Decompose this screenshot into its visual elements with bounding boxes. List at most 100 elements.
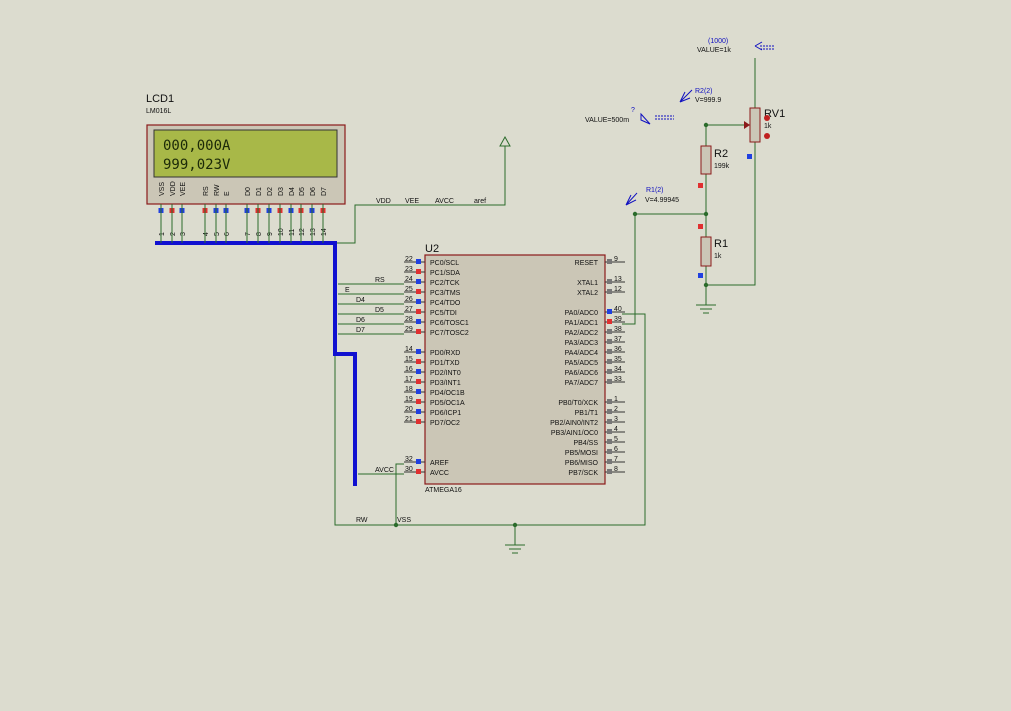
mcu-pin-number: 32 bbox=[405, 456, 413, 463]
mcu-pin-number: 20 bbox=[405, 406, 413, 413]
lcd-part: LM016L bbox=[146, 108, 171, 115]
mcu-pin-number: 19 bbox=[405, 396, 413, 403]
lcd-pin-number: 10 bbox=[278, 228, 285, 236]
mcu-left-pin-group: 22PC0/SCL23PC1/SDA24PC2/TCK25PC3/TMS26PC… bbox=[404, 256, 469, 477]
net-label-group: VDD VEE AVCC aref RS E D4 D5 D6 D7 AVCC … bbox=[345, 198, 486, 524]
mcu-pin-number: 4 bbox=[614, 426, 618, 433]
pin-marker bbox=[607, 279, 612, 284]
mcu-pin-number: 18 bbox=[405, 386, 413, 393]
net-d7: D7 bbox=[356, 327, 365, 334]
pin-marker bbox=[607, 349, 612, 354]
pin-marker bbox=[607, 329, 612, 334]
mcu-pin-number: 30 bbox=[405, 466, 413, 473]
mcu-pin-number: 24 bbox=[405, 276, 413, 283]
pin-marker bbox=[416, 419, 421, 424]
mcu-pin-name: PB2/AIN0/INT2 bbox=[550, 420, 598, 427]
mcu-pin-number: 33 bbox=[614, 376, 622, 383]
mcu-pin-name: PA0/ADC0 bbox=[565, 310, 598, 317]
mcu-pin-name: PD2/INT0 bbox=[430, 370, 461, 377]
mcu-atmega16[interactable]: U2 ATMEGA16 22PC0/SCL23PC1/SDA24PC2/TCK2… bbox=[404, 243, 625, 494]
mcu-pin-number: 25 bbox=[405, 286, 413, 293]
lcd-line-1: 000,000A bbox=[163, 138, 231, 154]
pin-marker bbox=[607, 459, 612, 464]
mcu-pin-number: 40 bbox=[614, 306, 622, 313]
potentiometer-rv1[interactable]: RV1 1k bbox=[744, 107, 785, 159]
r2-value: 199k bbox=[714, 163, 730, 170]
lcd-module[interactable]: LCD1 LM016L 000,000A 999,023V VSS1VDD2VE… bbox=[146, 93, 346, 236]
pin-marker bbox=[607, 439, 612, 444]
mcu-pin-name: PC5/TDI bbox=[430, 310, 457, 317]
mcu-pin-number: 35 bbox=[614, 356, 622, 363]
net-rw: RW bbox=[356, 517, 368, 524]
pin-marker bbox=[698, 224, 703, 229]
lcd-pin-number: 13 bbox=[310, 228, 317, 236]
wire-supply[interactable] bbox=[335, 146, 506, 244]
wire-rv1-bottom[interactable] bbox=[706, 142, 756, 286]
mcu-pin-name: PA7/ADC7 bbox=[565, 380, 598, 387]
pin-marker bbox=[416, 379, 421, 384]
pin-marker bbox=[607, 309, 612, 314]
pin-marker bbox=[416, 469, 421, 474]
lcd-pin-label: D5 bbox=[299, 187, 306, 196]
net-vdd: VDD bbox=[376, 198, 391, 205]
mcu-pin-name: PB4/SS bbox=[573, 440, 598, 447]
probe-wiper[interactable]: ? VALUE=500m bbox=[585, 107, 674, 125]
pin-marker bbox=[607, 259, 612, 264]
ground-icon bbox=[696, 304, 716, 314]
probe-wiper-value: VALUE=500m bbox=[585, 117, 629, 124]
mcu-pin-name: PA6/ADC6 bbox=[565, 370, 598, 377]
mcu-pin-number: 21 bbox=[405, 416, 413, 423]
lcd-pin-label: D1 bbox=[256, 187, 263, 196]
pin-marker bbox=[607, 379, 612, 384]
pin-marker bbox=[607, 409, 612, 414]
mcu-pin-number: 12 bbox=[614, 286, 622, 293]
mcu-pin-name: PA2/ADC2 bbox=[565, 330, 598, 337]
probe-top[interactable]: (1000) VALUE=1k bbox=[697, 38, 774, 54]
pin-marker bbox=[607, 319, 612, 324]
pin-marker bbox=[416, 269, 421, 274]
wire-gnd-rw[interactable] bbox=[334, 313, 646, 526]
wire-aref[interactable] bbox=[395, 463, 404, 525]
probe-top-value: VALUE=1k bbox=[697, 47, 731, 54]
mcu-pin-name: RESET bbox=[575, 260, 599, 267]
pin-marker bbox=[607, 469, 612, 474]
mcu-pin-name: PC3/TMS bbox=[430, 290, 461, 297]
probe-arrow-icon bbox=[679, 89, 693, 103]
mcu-pin-name: PB1/T1 bbox=[575, 410, 598, 417]
mcu-pin-number: 38 bbox=[614, 326, 622, 333]
mcu-pin-number: 7 bbox=[614, 456, 618, 463]
mcu-pin-number: 1 bbox=[614, 396, 618, 403]
pin-marker bbox=[607, 289, 612, 294]
mcu-pin-name: PA4/ADC4 bbox=[565, 350, 598, 357]
pin-marker bbox=[698, 183, 703, 188]
net-rs: RS bbox=[375, 277, 385, 284]
probe-r1[interactable]: R1(2) V=4.99945 bbox=[625, 187, 679, 206]
r1-ref: R1 bbox=[714, 238, 728, 250]
mcu-pin-number: 3 bbox=[614, 416, 618, 423]
resistor-r1[interactable]: R1 1k bbox=[698, 224, 728, 278]
wire-group bbox=[334, 58, 756, 545]
lcd-pin-label: RW bbox=[214, 184, 221, 196]
rv1-control-down-icon[interactable] bbox=[764, 133, 770, 139]
data-bus[interactable] bbox=[155, 241, 357, 486]
mcu-pin-name: PD7/OC2 bbox=[430, 420, 460, 427]
junction-dot bbox=[393, 522, 399, 528]
resistor-r2[interactable]: R2 199k bbox=[698, 145, 730, 188]
pin-marker bbox=[416, 349, 421, 354]
mcu-pin-number: 13 bbox=[614, 276, 622, 283]
r2-ref: R2 bbox=[714, 148, 728, 160]
pin-marker bbox=[607, 399, 612, 404]
probe-r2[interactable]: R2(2) V=999.9 bbox=[679, 88, 721, 104]
lcd-pin-number: 1 bbox=[159, 232, 166, 236]
lcd-bus-stub-group bbox=[160, 204, 324, 243]
mcu-pin-number: 37 bbox=[614, 336, 622, 343]
lcd-pin-number: 7 bbox=[245, 232, 252, 236]
mcu-pin-name: PB3/AIN1/OC0 bbox=[551, 430, 598, 437]
pin-marker bbox=[416, 329, 421, 334]
wire-adc1[interactable] bbox=[622, 213, 706, 325]
mcu-pin-name: PC6/TOSC1 bbox=[430, 320, 469, 327]
net-aref: aref bbox=[474, 198, 486, 205]
lcd-line-2: 999,023V bbox=[163, 157, 231, 173]
pin-marker bbox=[416, 399, 421, 404]
rv1-control-up-icon[interactable] bbox=[764, 115, 770, 121]
